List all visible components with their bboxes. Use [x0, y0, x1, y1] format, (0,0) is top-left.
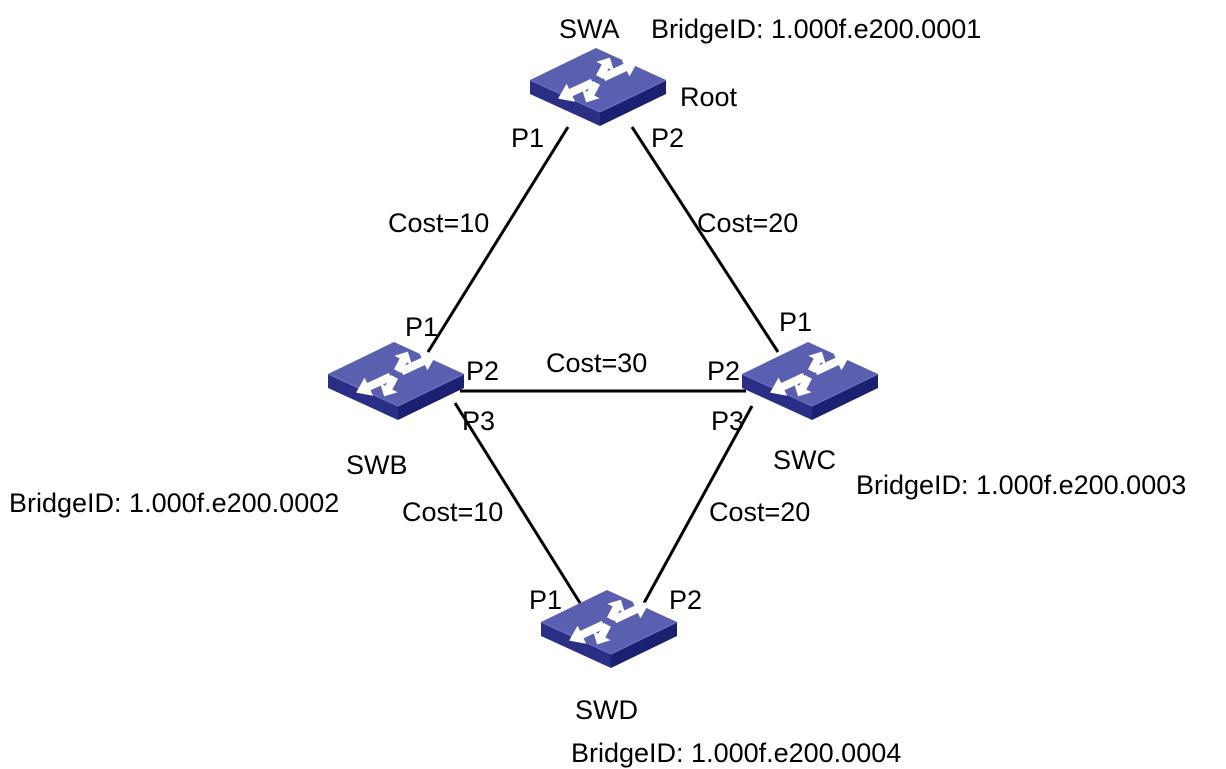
link-swa-swb-cost: Cost=10 — [388, 208, 489, 238]
swd-bridge-id: BridgeID: 1.000f.e200.0004 — [571, 738, 901, 768]
swa-port-p2: P2 — [651, 123, 684, 153]
swd-port-p2: P2 — [669, 585, 702, 615]
swd-name: SWD — [575, 695, 638, 725]
swb-name: SWB — [346, 450, 408, 480]
swc-bridge-id: BridgeID: 1.000f.e200.0003 — [856, 470, 1186, 500]
swb-port-p1: P1 — [405, 312, 438, 342]
swb-port-p2: P2 — [466, 356, 499, 386]
link-swa-swb — [426, 126, 570, 353]
link-swc-swd — [642, 405, 754, 604]
swa-port-p1: P1 — [511, 123, 544, 153]
link-swa-swc — [630, 126, 780, 353]
switch-swb-icon — [327, 341, 465, 421]
swa-bridge-id: BridgeID: 1.000f.e200.0001 — [651, 14, 981, 44]
swd-port-p1: P1 — [529, 585, 562, 615]
swc-port-p2: P2 — [707, 356, 740, 386]
switch-swa-icon — [529, 47, 667, 127]
swc-port-p1: P1 — [779, 307, 812, 337]
swa-role: Root — [680, 82, 738, 112]
link-swb-swc-cost: Cost=30 — [546, 348, 647, 378]
link-swb-swd — [453, 402, 582, 604]
swb-bridge-id: BridgeID: 1.000f.e200.0002 — [9, 488, 339, 518]
swc-name: SWC — [773, 445, 836, 475]
link-swc-swd-cost: Cost=20 — [709, 497, 810, 527]
swc-port-p3: P3 — [711, 406, 744, 436]
switch-swc-icon — [741, 341, 879, 421]
swb-port-p3: P3 — [462, 406, 495, 436]
swa-name: SWA — [559, 14, 620, 44]
link-swb-swd-cost: Cost=10 — [402, 497, 503, 527]
link-swa-swc-cost: Cost=20 — [697, 208, 798, 238]
